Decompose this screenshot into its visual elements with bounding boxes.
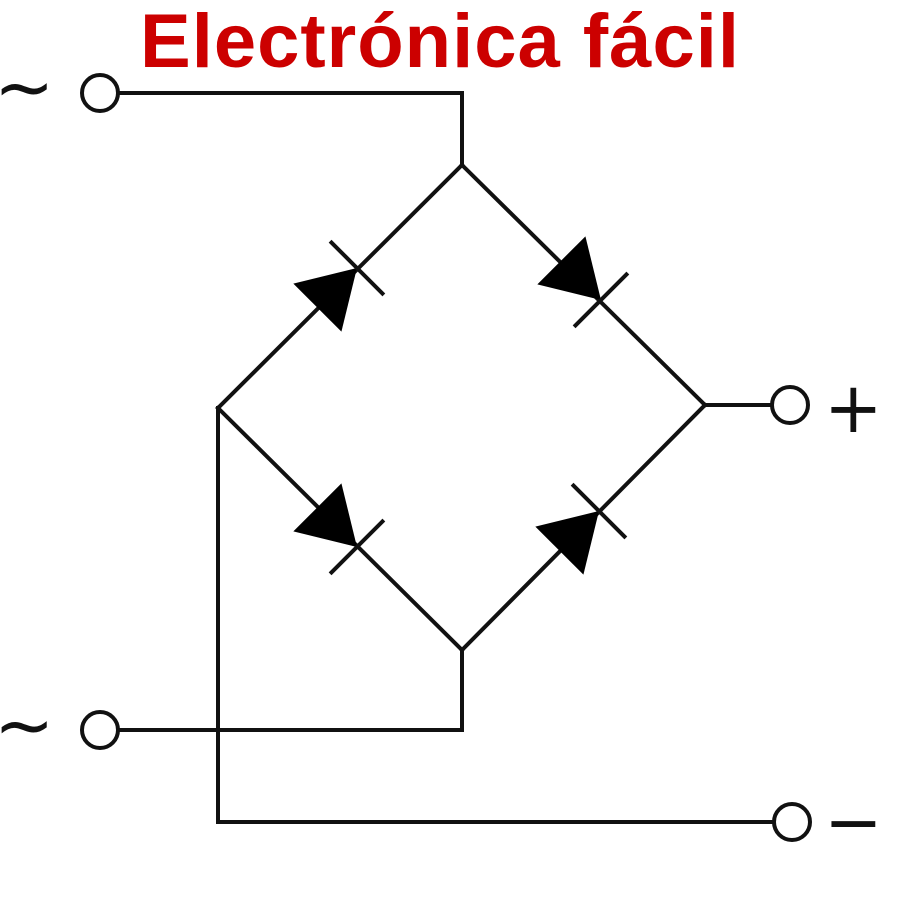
wire-dc-negative (216, 406, 776, 824)
dc-positive-symbol: + (824, 367, 883, 449)
terminal-dc-negative (772, 802, 812, 842)
ac-top-symbol: ~ (0, 45, 54, 129)
terminal-ac-top (80, 73, 120, 113)
wire-ac-bottom (118, 648, 464, 732)
diode-top-left (293, 239, 386, 332)
diode-top-right (537, 236, 630, 329)
diode-bottom-left (293, 483, 386, 576)
wire-ac-top (118, 91, 464, 167)
ac-bottom-symbol: ~ (0, 683, 54, 767)
channel-title: Electrónica fácil (140, 0, 740, 84)
diode-bottom-right (535, 482, 628, 575)
terminal-ac-bottom (80, 710, 120, 750)
dc-negative-symbol: − (824, 781, 883, 863)
terminal-dc-positive (770, 385, 810, 425)
wires (118, 91, 776, 824)
